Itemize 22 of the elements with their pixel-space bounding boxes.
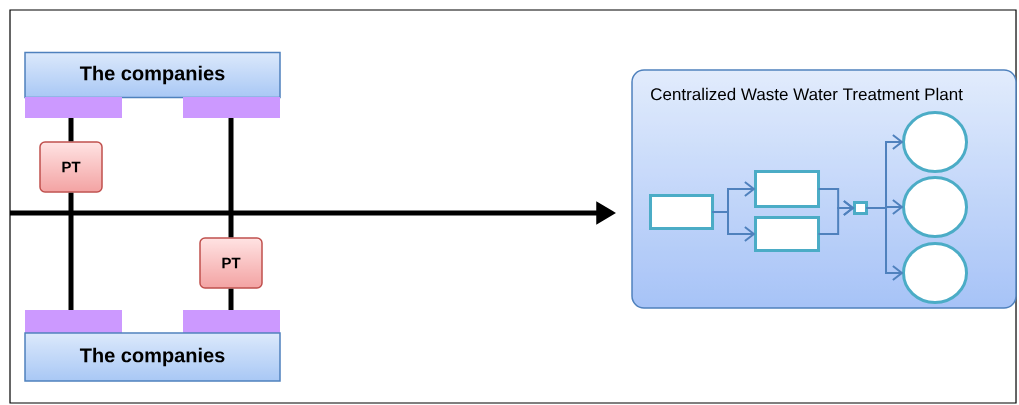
connector-pad <box>25 310 122 333</box>
pt-box: PT <box>39 141 103 193</box>
connector-line <box>68 192 74 310</box>
process-box <box>754 170 820 208</box>
arrow <box>711 211 756 242</box>
connector-pad <box>183 97 280 118</box>
connector-line <box>228 288 234 310</box>
arrow <box>817 200 855 235</box>
company-box: The companies <box>24 332 281 382</box>
connector-pad <box>183 310 280 333</box>
circle-shape <box>902 242 968 304</box>
company-box: The companies <box>24 51 281 99</box>
circle-shape <box>902 111 968 173</box>
arrow <box>865 207 904 281</box>
process-box <box>754 216 820 252</box>
connector-line <box>228 118 234 238</box>
process-box <box>853 201 868 215</box>
circle-shape <box>902 176 968 238</box>
process-box <box>649 194 714 230</box>
pt-box: PT <box>199 237 263 289</box>
connector-pad <box>25 97 122 118</box>
connector-line <box>68 118 74 142</box>
